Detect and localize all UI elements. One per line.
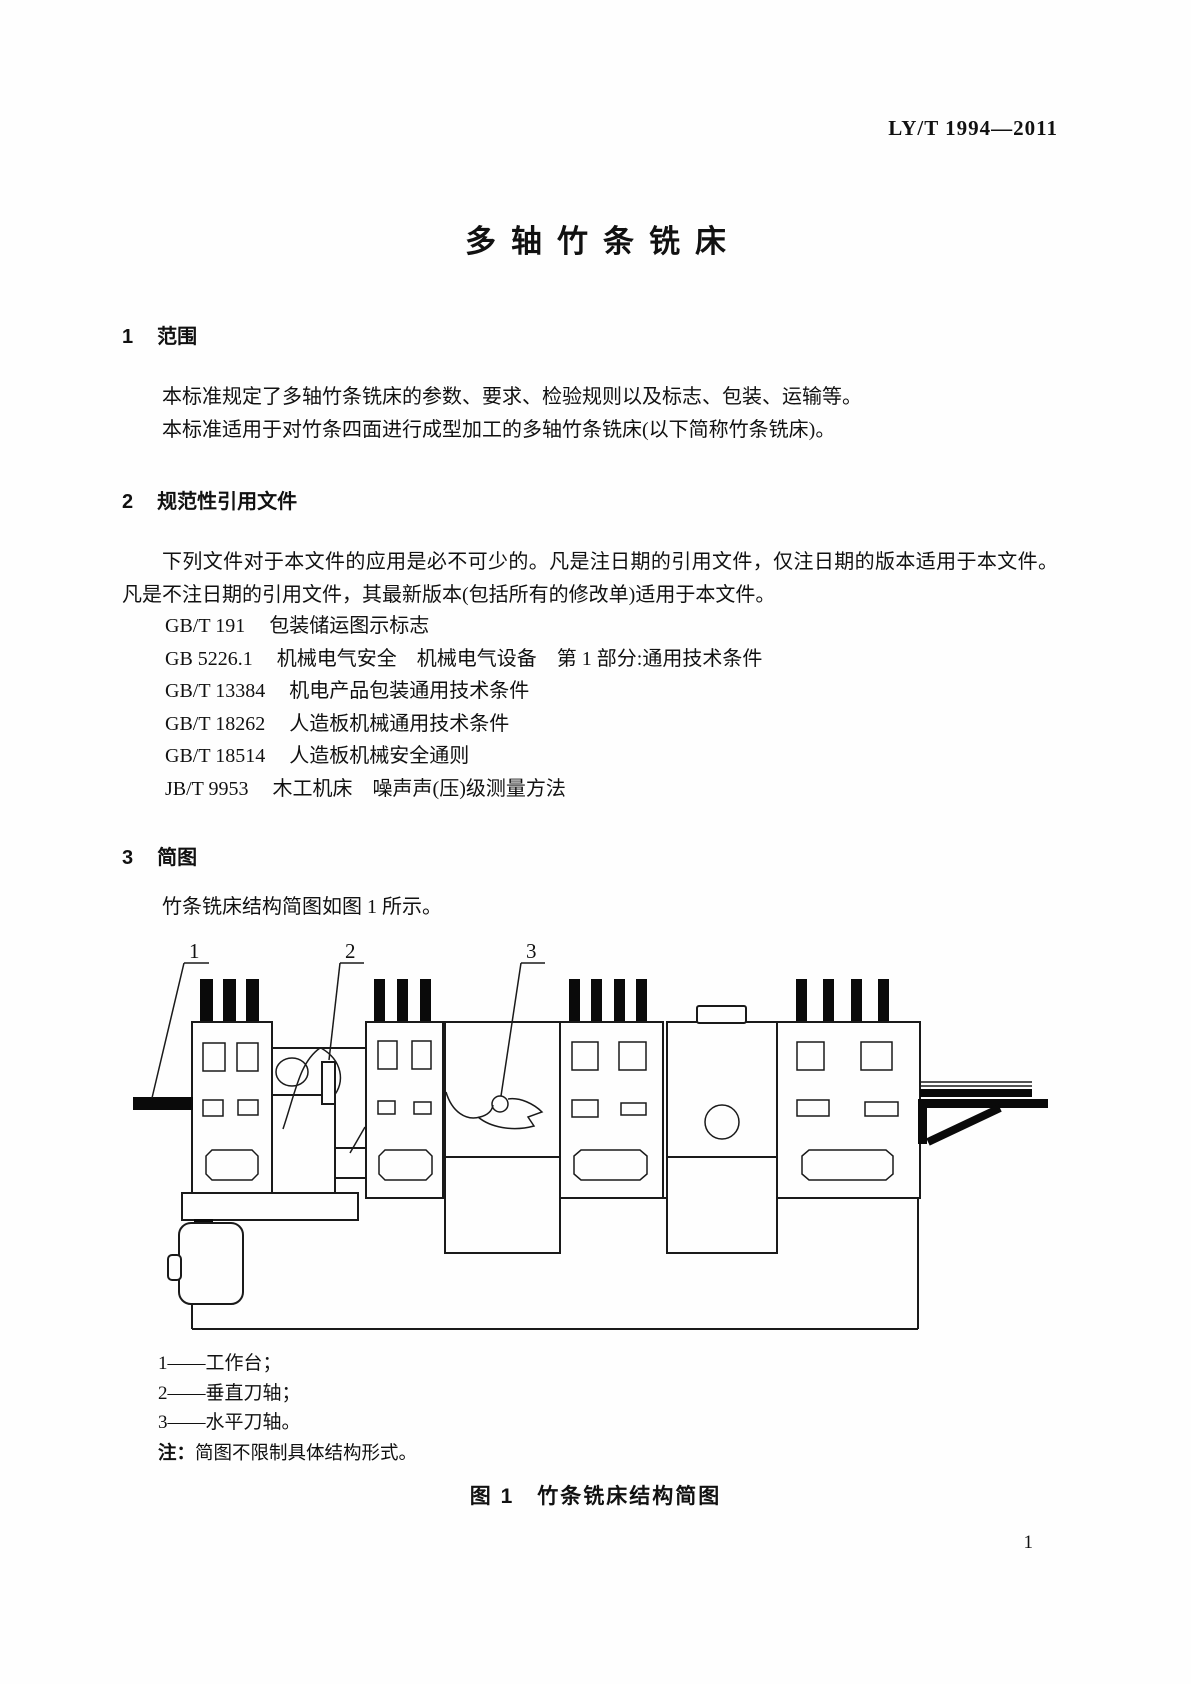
callout-1-label: 1: [189, 939, 200, 963]
reference-title: 机电产品包装通用技术条件: [289, 680, 530, 702]
paragraph: 本标准适用于对竹条四面进行成型加工的多轴竹条铣床(以下简称竹条铣床)。: [162, 418, 836, 441]
reference-code: JB/T 9953: [165, 777, 249, 800]
machine-base: [167, 1192, 920, 1330]
reference-code: GB/T 18262: [165, 712, 266, 735]
reference-item: GB/T 191 包装储运图示标志: [122, 610, 1058, 643]
figure-legend: 1——工作台； 2——垂直刀轴； 3——水平刀轴。 注：简图不限制具体结构形式。: [158, 1349, 417, 1469]
machine-diagram: 1 2 3: [133, 939, 1048, 1330]
outfeed-table: [918, 1081, 1048, 1146]
section-title: 范围: [157, 326, 198, 348]
feed-roller-unit: [666, 1005, 778, 1254]
callout-3-label: 3: [526, 939, 537, 963]
section-1-heading: 1 范围: [122, 320, 197, 349]
infeed-table-bar: [133, 1097, 193, 1110]
section-3-body: 竹条铣床结构简图如图 1 所示。: [122, 891, 1058, 924]
normative-references-list: GB/T 191 包装储运图示标志 GB 5226.1 机械电气安全 机械电气设备 …: [122, 610, 1058, 805]
reference-title: 人造板机械安全通则: [289, 745, 470, 767]
paragraph: 下列文件对于本文件的应用是必不可少的。凡是注日期的引用文件，仅注日期的版本适用于…: [122, 551, 1058, 606]
motor-housing: [178, 1222, 244, 1305]
reference-item: GB/T 13384 机电产品包装通用技术条件: [122, 675, 1058, 708]
note-label: 注：: [158, 1441, 196, 1463]
paragraph: 本标准规定了多轴竹条铣床的参数、要求、检验规则以及标志、包装、运输等。: [162, 386, 862, 408]
reference-title: 包装储运图示标志: [269, 615, 430, 637]
legend-item: 3——水平刀轴。: [158, 1412, 301, 1433]
document-title: 多轴竹条铣床: [465, 224, 741, 259]
section-number: 3: [122, 847, 134, 869]
legend-item: 1——工作台；: [158, 1353, 282, 1374]
reference-code: GB/T 13384: [165, 680, 266, 702]
reference-title: 木工机床 噪声声(压)级测量方法: [272, 777, 566, 800]
figure-note: 注：简图不限制具体结构形式。: [158, 1438, 417, 1470]
page-number: 1: [1023, 1532, 1034, 1553]
paragraph: 竹条铣床结构简图如图 1 所示。: [162, 896, 442, 918]
reference-title: 人造板机械通用技术条件: [289, 712, 510, 735]
reference-title: 机械电气安全 机械电气设备 第 1 部分:通用技术条件: [276, 647, 763, 670]
section-number: 1: [122, 326, 134, 348]
section-title: 简图: [157, 847, 198, 869]
legend-item: 2——垂直刀轴；: [158, 1382, 301, 1404]
reference-item: JB/T 9953 木工机床 噪声声(压)级测量方法: [122, 773, 1058, 806]
reference-item: GB/T 18514 人造板机械安全通则: [122, 740, 1058, 773]
callout-2-label: 2: [345, 939, 356, 963]
section-title: 规范性引用文件: [157, 491, 298, 513]
figure-caption: 图 1 竹条铣床结构简图: [469, 1485, 722, 1508]
reference-code: GB/T 191: [165, 615, 246, 637]
reference-item: GB 5226.1 机械电气安全 机械电气设备 第 1 部分:通用技术条件: [122, 643, 1058, 676]
reference-item: GB/T 18262 人造板机械通用技术条件: [122, 708, 1058, 741]
vertical-cutter-unit: [272, 1047, 366, 1193]
standard-number: LY/T 1994—2011: [888, 116, 1058, 140]
section-number: 2: [122, 491, 134, 513]
callout-leaders: [151, 962, 545, 1099]
note-text: 简图不限制具体结构形式。: [195, 1443, 418, 1464]
tower-windows: [202, 1040, 899, 1181]
reference-code: GB/T 18514: [165, 745, 266, 767]
spindle-bars: [200, 979, 889, 1023]
section-3-heading: 3 简图: [122, 841, 197, 870]
reference-code: GB 5226.1: [165, 647, 253, 670]
horizontal-cutter-unit: [444, 1021, 561, 1254]
section-1-body: 本标准规定了多轴竹条铣床的参数、要求、检验规则以及标志、包装、运输等。 本标准适…: [122, 381, 1058, 446]
section-2-heading: 2 规范性引用文件: [122, 485, 297, 514]
section-2-intro: 下列文件对于本文件的应用是必不可少的。凡是注日期的引用文件，仅注日期的版本适用于…: [122, 546, 1058, 611]
